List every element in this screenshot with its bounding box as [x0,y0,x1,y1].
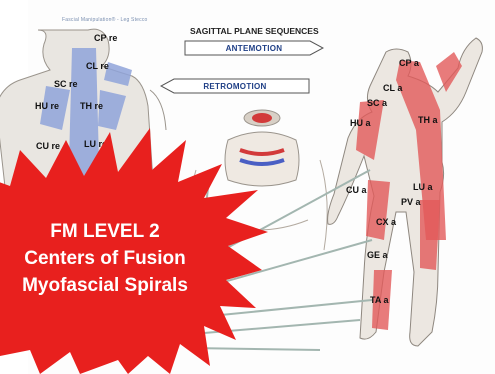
badge-text: FM LEVEL 2 Centers of Fusion Myofascial … [0,218,240,299]
badge-line-2: Centers of Fusion [0,245,240,272]
badge-line-3: Myofascial Spirals [0,272,240,299]
retromotion-label: RETROMOTION [203,82,266,91]
antemotion-label: ANTEMOTION [226,44,283,53]
badge-line-1: FM LEVEL 2 [0,218,240,245]
